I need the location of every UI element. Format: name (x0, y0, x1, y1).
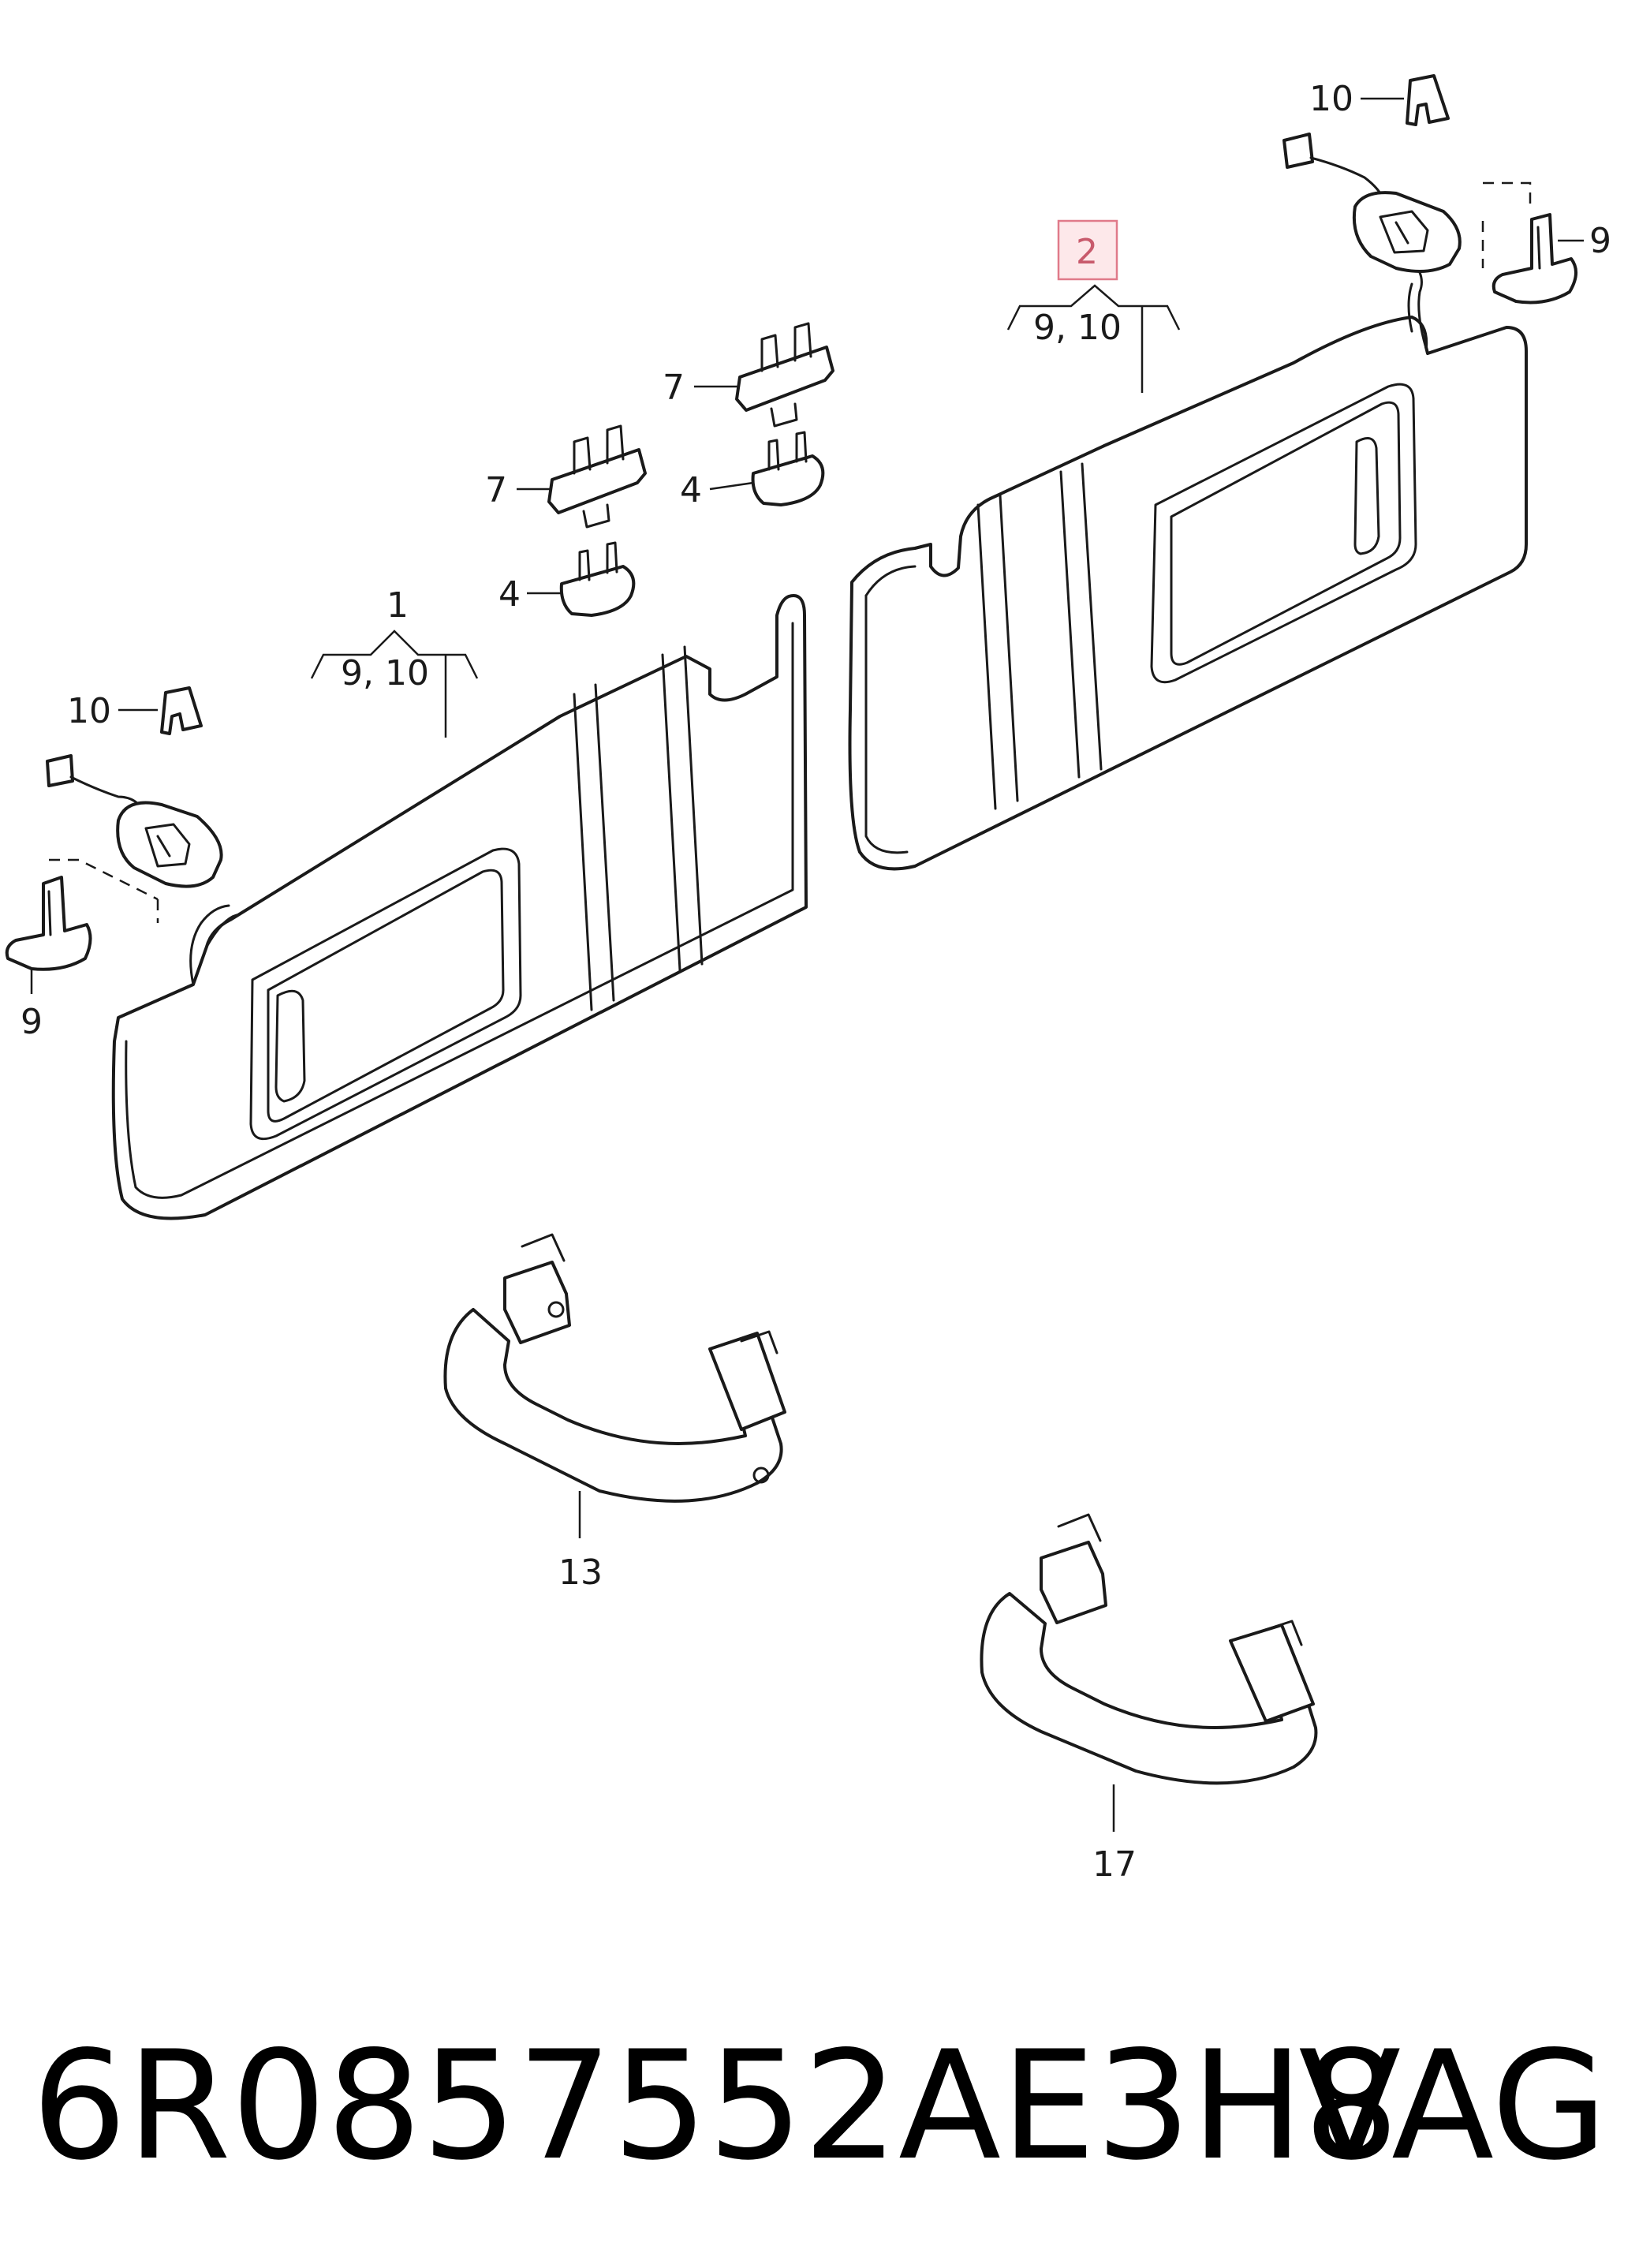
callout-13: 13 (558, 1552, 603, 1593)
mirror-light-clip-right (735, 322, 834, 428)
pivot-mount-right (1282, 133, 1462, 273)
callout-4-left: 4 (498, 574, 521, 615)
brand-label: VAG (1298, 2019, 1607, 2193)
part-number: 6R0857552AE3H8 (32, 2019, 1399, 2193)
pivot-mount-left (46, 754, 223, 888)
callout-10-right: 10 (1309, 79, 1353, 119)
grab-handle-13 (443, 1233, 786, 1503)
sun-visor-left (111, 594, 808, 1220)
mirror-light-clip-left (547, 424, 647, 529)
leader-lines (30, 97, 1584, 1832)
callout-17: 17 (1092, 1844, 1137, 1885)
callout-10-left: 10 (67, 691, 111, 731)
callout-2-highlight (1057, 219, 1118, 281)
footer: 6R0857552AE3H8 VAG (32, 2020, 1607, 2193)
mirror-cap-left (559, 541, 636, 617)
callout-7-right: 7 (663, 368, 685, 408)
clip-right-10 (1406, 74, 1450, 126)
sun-visor-right (848, 259, 1528, 871)
callout-9-right: 9 (1589, 221, 1611, 261)
callout-1-sub: 9, 10 (341, 653, 429, 693)
clip-left-10 (160, 686, 203, 735)
callout-7-left: 7 (485, 470, 507, 510)
visor-holder-right (1492, 213, 1577, 305)
callout-2-sub: 9, 10 (1033, 308, 1122, 348)
callout-1: 1 (386, 585, 409, 626)
mirror-cap-right (751, 431, 825, 506)
alignment-dashes (49, 181, 1532, 923)
callout-9-left: 9 (21, 1002, 43, 1042)
callout-4-right: 4 (680, 470, 702, 510)
callout-2: 2 (1076, 232, 1098, 272)
grab-handle-17 (980, 1513, 1318, 1785)
callout-labels: 1 9, 10 2 9, 10 7 4 7 4 10 10 9 9 13 17 (21, 79, 1611, 1885)
visor-holder-left (5, 876, 92, 971)
